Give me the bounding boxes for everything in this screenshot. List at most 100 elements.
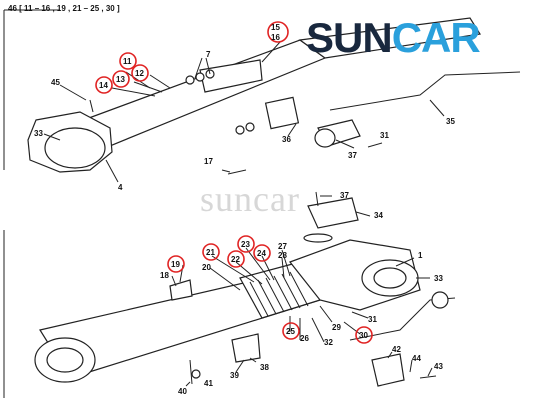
lower-labels: 37 34 1 33 27 28 23 24 21 22 19 18 20 29… [160, 191, 443, 396]
leader-line [211, 255, 255, 283]
part-label-11: 11 [123, 57, 132, 66]
logo-part-sun: SUN [306, 14, 393, 61]
upper-flange-block [264, 96, 300, 130]
part-label-14: 14 [99, 81, 108, 90]
part-label-37: 37 [340, 191, 349, 200]
highlight-circle [167, 255, 185, 273]
part-label-36: 36 [282, 135, 291, 144]
lower-rod-bore [46, 347, 84, 373]
part-label-40: 40 [178, 387, 187, 396]
part-label-22: 22 [231, 255, 240, 264]
leader-line [59, 84, 87, 101]
highlight-circle [119, 52, 137, 70]
part-label-26: 26 [300, 334, 309, 343]
lower-bolt-40 [189, 359, 193, 385]
leader-line [235, 359, 245, 373]
part-label-33: 33 [434, 274, 443, 283]
leader-line [249, 357, 257, 363]
lower-bolt-37 [315, 191, 319, 207]
part-label-31: 31 [368, 315, 377, 324]
part-label-43: 43 [434, 362, 443, 371]
leader-line [221, 169, 231, 173]
upper-bracket-cap [314, 128, 336, 148]
leader-line [343, 321, 361, 335]
upper-bolt-17 [227, 169, 247, 175]
leader-line [281, 249, 291, 277]
part-label-33: 33 [34, 129, 43, 138]
part-label-42: 42 [392, 345, 401, 354]
leader-line [311, 317, 325, 343]
watermark-text: suncar [200, 179, 300, 219]
highlight-circle [112, 70, 130, 88]
upper-bolt-45 [89, 99, 94, 113]
part-label-21: 21 [206, 248, 215, 257]
highlight-circle [95, 76, 113, 94]
upper-clamp [199, 59, 263, 93]
lower-clamp-18 [169, 279, 193, 301]
lower-cylinder-assembly [34, 191, 456, 387]
highlight-circle [237, 235, 255, 253]
leader-line [133, 81, 163, 93]
highlight-circle [267, 21, 289, 43]
leader-line [387, 351, 393, 359]
part-label-39: 39 [230, 371, 239, 380]
lower-bolt-43 [419, 375, 437, 379]
part-label-13: 13 [116, 75, 125, 84]
leader-line [149, 74, 171, 89]
part-label-44: 44 [412, 354, 421, 363]
part-label-45: 45 [51, 78, 60, 87]
leader-line [355, 211, 371, 217]
part-label-17: 17 [204, 157, 213, 166]
upper-cylinder-assembly [27, 17, 521, 183]
lower-flange-34 [307, 197, 359, 229]
logo-part-car: CAR [391, 14, 481, 61]
part-label-24: 24 [257, 249, 266, 258]
leader-line [185, 381, 191, 387]
upper-seal-ring [195, 72, 205, 82]
part-label-38: 38 [260, 363, 269, 372]
leader-line [319, 305, 333, 323]
part-label-31: 31 [380, 131, 389, 140]
lower-seal-stack [249, 271, 309, 317]
lower-oring [303, 233, 333, 243]
upper-seal-ring [185, 75, 195, 85]
highlight-circle [131, 64, 149, 82]
leader-line [111, 87, 156, 97]
upper-frame [3, 9, 60, 170]
highlight-circle [202, 243, 220, 261]
part-label-25: 25 [286, 327, 295, 336]
part-label-7: 7 [206, 50, 211, 59]
part-label-41: 41 [204, 379, 213, 388]
leader-line [105, 159, 119, 183]
lower-end-bore [373, 267, 407, 289]
part-label-15: 15 [271, 23, 280, 32]
leader-line [351, 311, 369, 319]
part-label-4: 4 [118, 183, 123, 192]
upper-bolt-37 [367, 142, 383, 148]
part-label-20: 20 [202, 263, 211, 272]
leader-line [209, 267, 241, 291]
part-label-23: 23 [241, 240, 250, 249]
leader-line [261, 41, 281, 63]
upper-pipe [329, 71, 521, 111]
highlight-circle [253, 244, 271, 262]
part-label-30: 30 [359, 331, 368, 340]
brand-logo: SUNCAR [306, 14, 481, 62]
highlight-circle [355, 326, 373, 344]
upper-seal-ring [235, 125, 245, 135]
part-label-16: 16 [271, 33, 280, 42]
upper-labels: 15 16 11 12 13 14 7 45 33 4 36 37 35 17 … [34, 21, 455, 192]
kit-header: 46 [ 11 – 16 , 19 , 21 – 25 , 30 ] [8, 4, 120, 13]
leader-line [245, 247, 271, 281]
part-label-19: 19 [171, 260, 180, 269]
lower-clamp-42 [371, 353, 405, 387]
part-label-34: 34 [374, 211, 383, 220]
leader-line [194, 57, 211, 79]
upper-cylinder-rod-housing [298, 17, 481, 59]
leader-line [335, 139, 355, 149]
part-label-29: 29 [332, 323, 341, 332]
leader-line [287, 123, 297, 137]
leader-line [43, 133, 61, 141]
part-label-37: 37 [348, 151, 357, 160]
